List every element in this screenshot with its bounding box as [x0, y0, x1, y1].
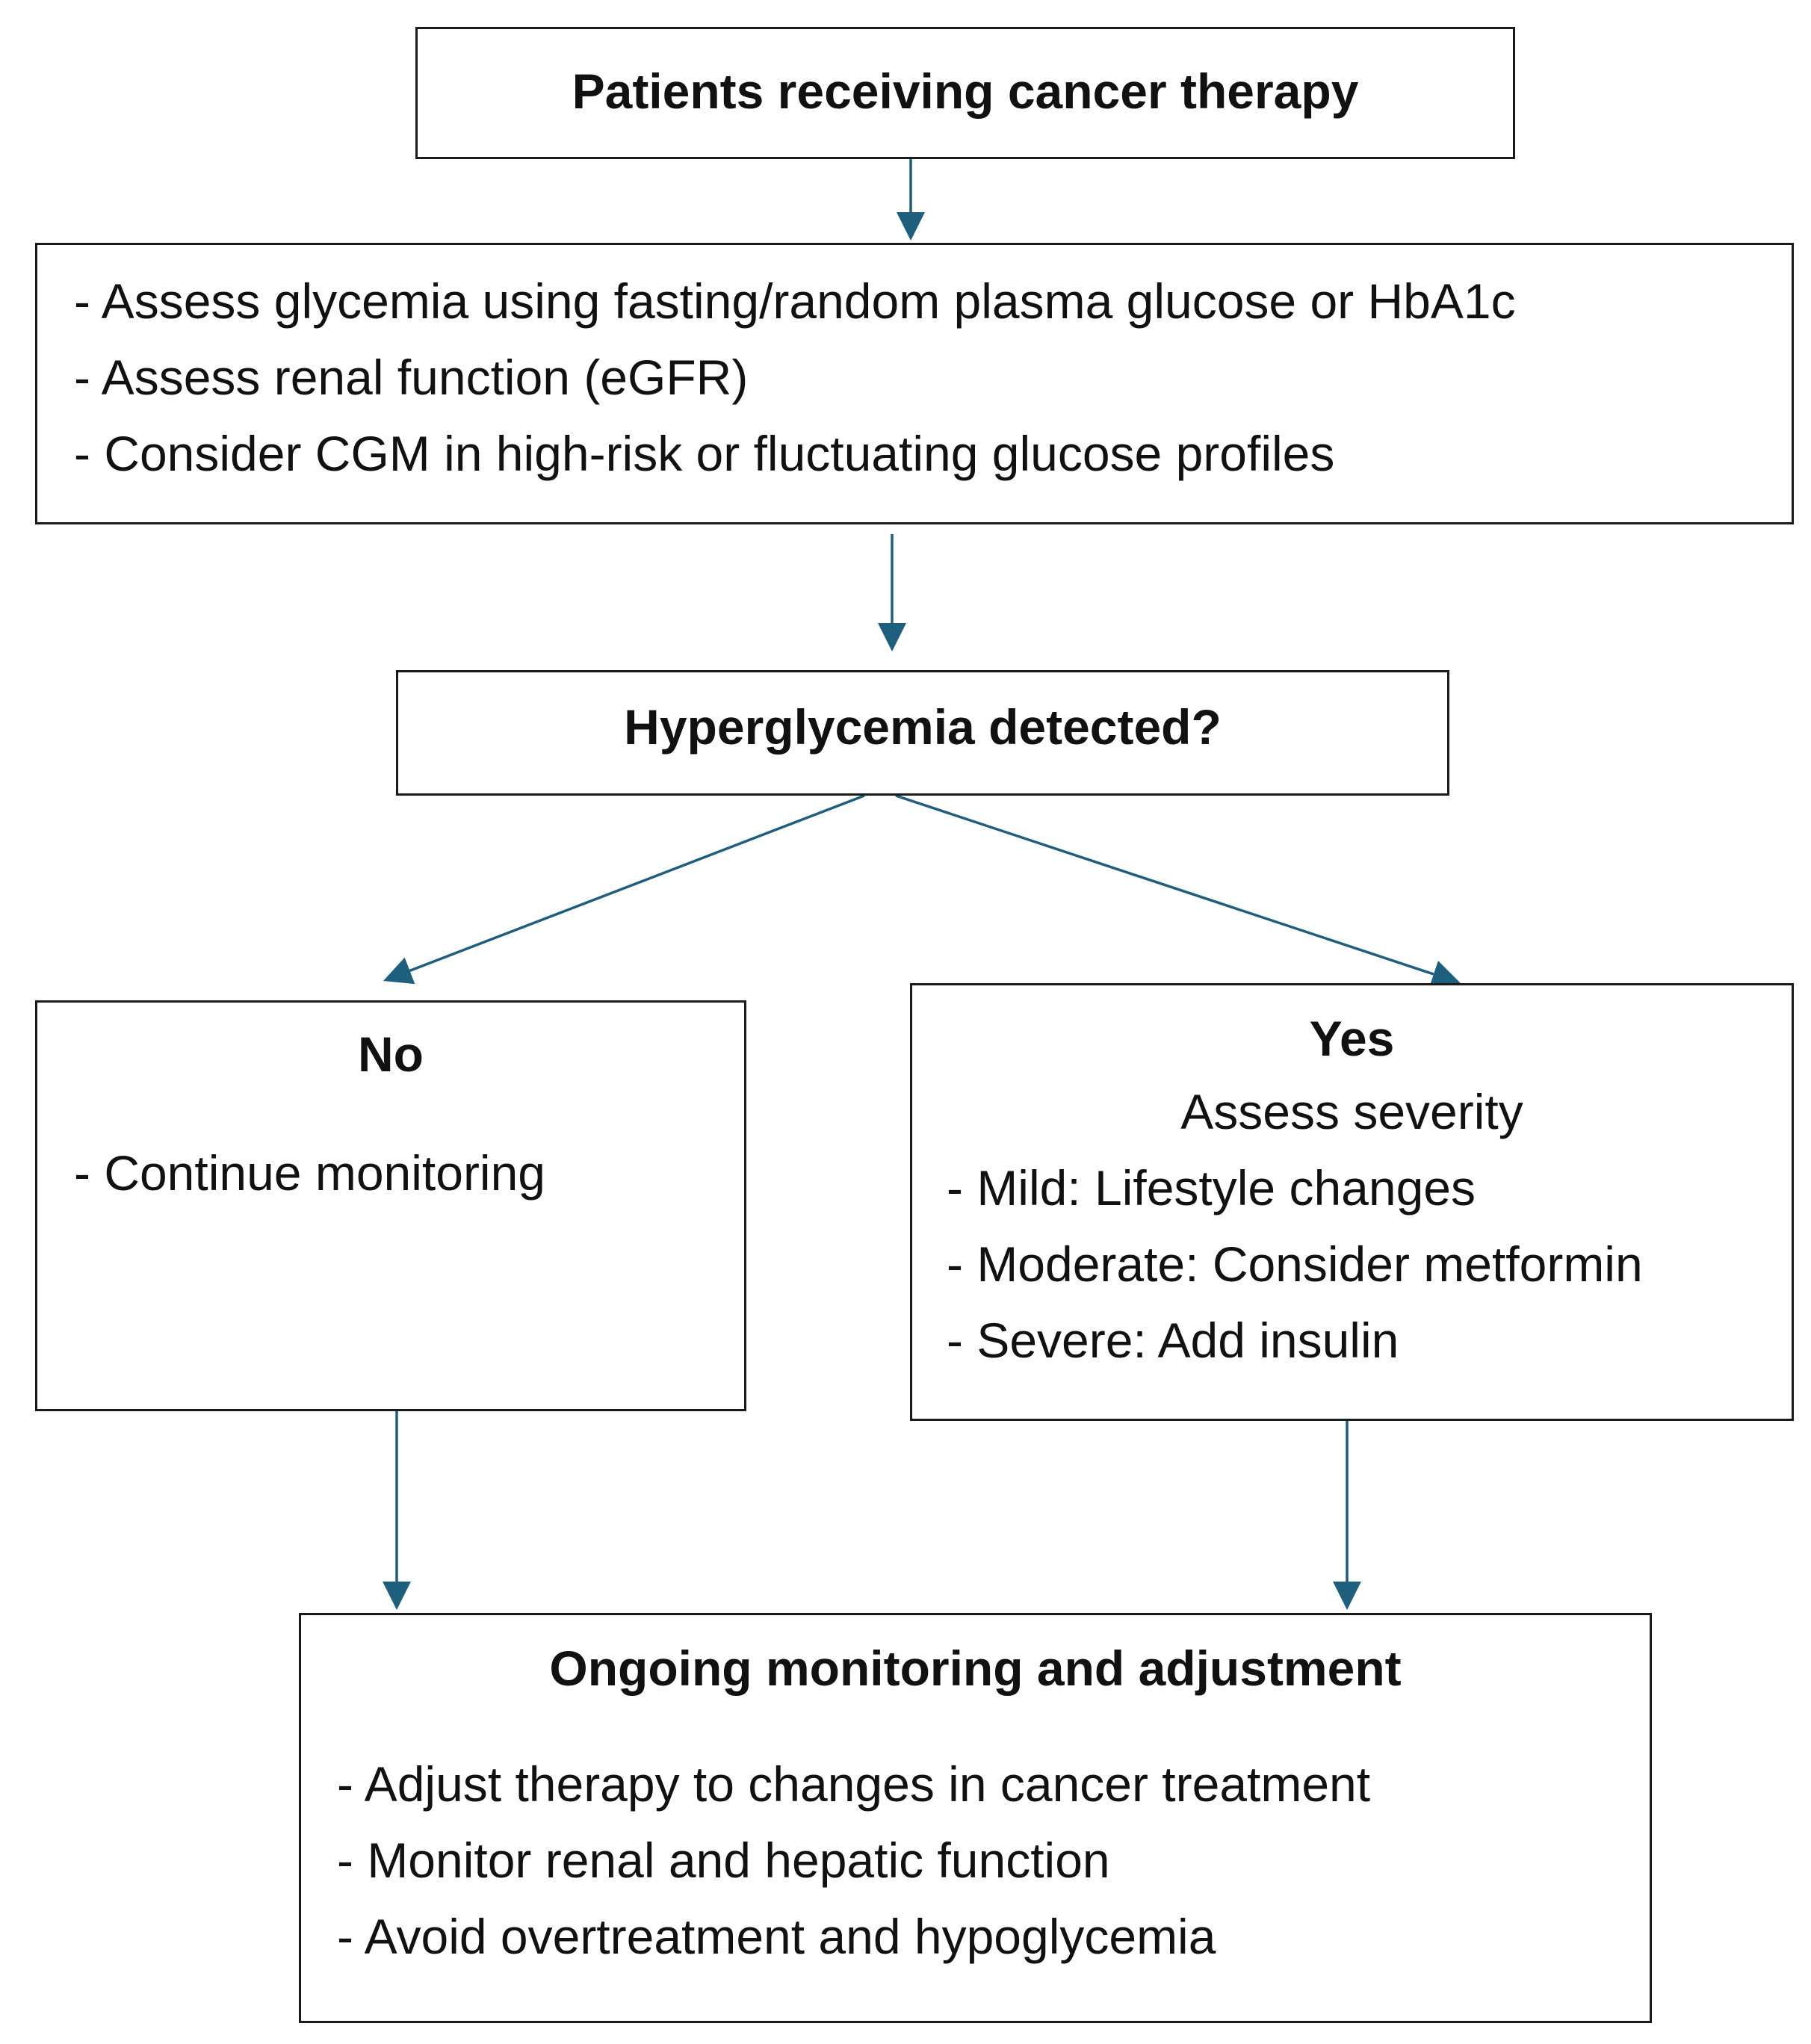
arrow-decision-to-no-head — [383, 957, 415, 985]
arrow-decision-to-no-line — [409, 794, 865, 972]
assessment-item-glycemia: - Assess glycemia using fasting/random p… — [74, 273, 1516, 329]
ongoing-item-monitor-function: - Monitor renal and hepatic function — [337, 1833, 1110, 1888]
no-branch-list: - Continue monitoring — [74, 1135, 545, 1211]
arrow-assessment-to-decision-head — [878, 623, 906, 651]
start-title: Patients receiving cancer therapy — [572, 64, 1359, 119]
ongoing-box: Ongoing monitoring and adjustment - Adju… — [299, 1613, 1652, 2023]
yes-branch-list: - Mild: Lifestyle changes - Moderate: Co… — [947, 1150, 1643, 1378]
arrow-decision-to-yes — [895, 794, 1461, 988]
ongoing-item-avoid-overtreatment: - Avoid overtreatment and hypoglycemia — [337, 1909, 1216, 1964]
yes-branch-item-moderate: - Moderate: Consider metformin — [947, 1236, 1643, 1292]
assessment-item-cgm: - Consider CGM in high-risk or fluctuati… — [74, 426, 1335, 481]
arrow-no-to-ongoing-head — [383, 1582, 411, 1610]
ongoing-item-adjust-therapy: - Adjust therapy to changes in cancer tr… — [337, 1756, 1371, 1812]
assessment-item-renal: - Assess renal function (eGFR) — [74, 350, 749, 405]
arrow-group — [383, 159, 1461, 1610]
arrow-yes-to-ongoing — [1333, 1421, 1361, 1610]
ongoing-title: Ongoing monitoring and adjustment — [549, 1641, 1402, 1696]
no-branch-box: No - Continue monitoring — [35, 1000, 746, 1411]
arrow-decision-to-yes-line — [895, 794, 1434, 976]
arrow-yes-to-ongoing-head — [1333, 1582, 1361, 1610]
yes-branch-subtitle: Assess severity — [1180, 1084, 1523, 1139]
start-box: Patients receiving cancer therapy — [415, 27, 1515, 159]
yes-branch-box: Yes Assess severity - Mild: Lifestyle ch… — [910, 983, 1794, 1421]
no-branch-title: No — [358, 1026, 424, 1082]
arrow-decision-to-no — [383, 794, 865, 985]
arrow-start-to-assessment-head — [897, 212, 925, 241]
arrow-assessment-to-decision — [878, 534, 906, 651]
arrow-decision-to-yes-head — [1428, 960, 1461, 988]
yes-branch-item-mild: - Mild: Lifestyle changes — [947, 1160, 1476, 1215]
decision-box: Hyperglycemia detected? — [396, 670, 1449, 796]
arrow-no-to-ongoing — [383, 1411, 411, 1610]
arrow-start-to-assessment — [897, 159, 925, 241]
assessment-box: - Assess glycemia using fasting/random p… — [35, 243, 1794, 524]
yes-branch-title: Yes — [1309, 1011, 1395, 1066]
decision-title: Hyperglycemia detected? — [624, 699, 1222, 755]
yes-branch-item-severe: - Severe: Add insulin — [947, 1313, 1399, 1368]
no-branch-item-continue-monitoring: - Continue monitoring — [74, 1145, 545, 1201]
ongoing-list: - Adjust therapy to changes in cancer tr… — [337, 1746, 1370, 1975]
assessment-list: - Assess glycemia using fasting/random p… — [74, 263, 1516, 492]
